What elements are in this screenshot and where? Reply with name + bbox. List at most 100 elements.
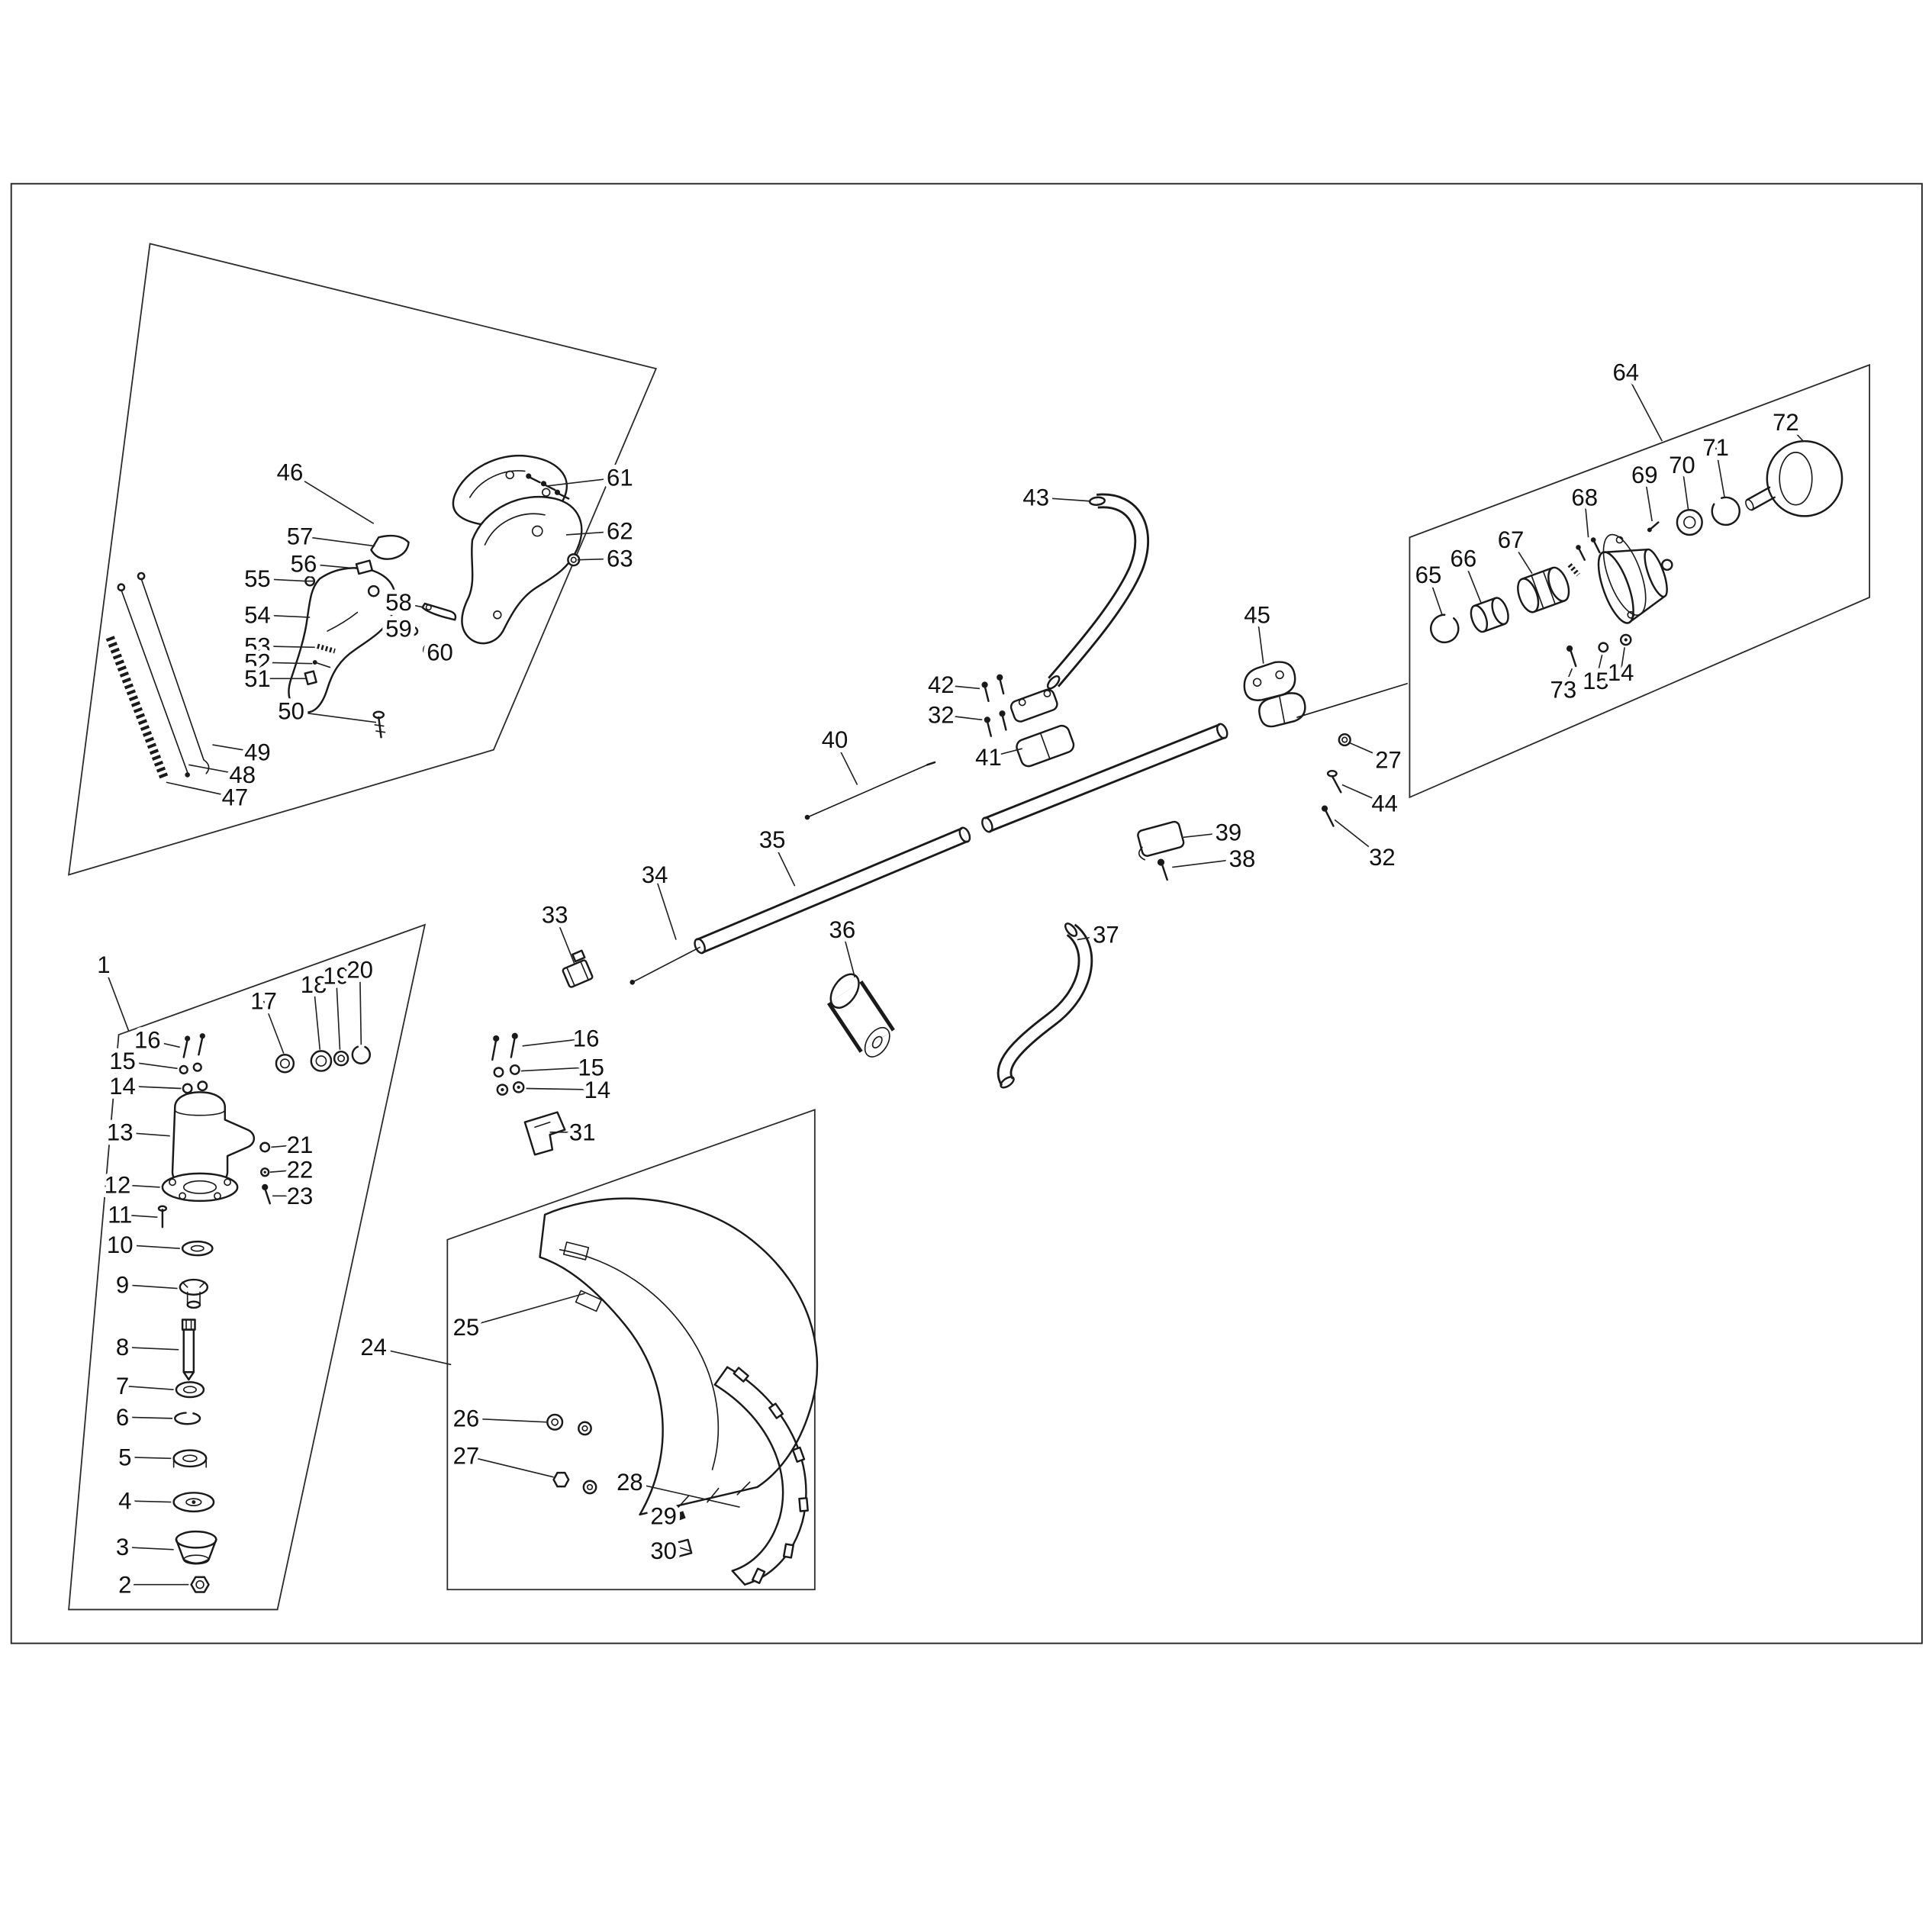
svg-text:55: 55 (244, 565, 271, 592)
callout-26: 26 (449, 1401, 548, 1436)
guard-bracket-31 (523, 1111, 566, 1156)
callout-32: 32 (923, 697, 983, 733)
svg-text:53: 53 (244, 633, 271, 659)
callout-35: 35 (755, 822, 796, 887)
callout-54: 54 (240, 597, 311, 633)
svg-text:4: 4 (118, 1488, 131, 1515)
svg-text:9: 9 (116, 1271, 129, 1298)
callout-70: 70 (1664, 447, 1699, 510)
svg-text:10: 10 (107, 1232, 134, 1258)
callout-51: 51 (240, 661, 307, 697)
svg-text:27: 27 (1375, 746, 1402, 773)
drive-tube-rear-35 (981, 723, 1228, 833)
callout-53: 53 (240, 629, 315, 664)
svg-text:19: 19 (323, 963, 349, 990)
svg-text:34: 34 (642, 861, 668, 888)
callout-16: 16 (522, 1021, 604, 1056)
svg-text:49: 49 (244, 739, 271, 766)
svg-text:41: 41 (975, 744, 1002, 771)
callout-2: 2 (114, 1567, 189, 1602)
svg-text:69: 69 (1631, 462, 1658, 488)
washer-15-right (1598, 642, 1609, 653)
svg-text:35: 35 (759, 826, 786, 853)
callout-66: 66 (1446, 541, 1482, 603)
callout-13: 13 (102, 1115, 170, 1150)
svg-text:37: 37 (1093, 922, 1119, 948)
cable-rod (137, 572, 210, 774)
svg-text:26: 26 (453, 1406, 480, 1432)
callout-44: 44 (1341, 784, 1402, 821)
callout-19: 19 (319, 958, 354, 1050)
ring-6 (174, 1412, 201, 1425)
svg-text:14: 14 (584, 1077, 611, 1103)
callout-10: 10 (102, 1227, 180, 1263)
callout-49: 49 (212, 735, 275, 770)
svg-text:68: 68 (1571, 484, 1598, 510)
callout-30: 30 (646, 1533, 681, 1568)
svg-text:2: 2 (118, 1571, 131, 1598)
svg-text:70: 70 (1669, 452, 1695, 478)
screw-11 (157, 1205, 168, 1228)
callout-7: 7 (111, 1368, 174, 1404)
callout-34: 34 (637, 857, 677, 940)
svg-text:59: 59 (385, 615, 412, 642)
svg-text:14: 14 (109, 1073, 136, 1100)
callout-58: 58 (381, 584, 424, 620)
callout-52: 52 (240, 645, 313, 680)
svg-text:29: 29 (650, 1502, 677, 1529)
callout-11: 11 (103, 1197, 158, 1232)
washer-22 (260, 1167, 270, 1177)
svg-text:71: 71 (1702, 434, 1729, 461)
svg-text:46: 46 (277, 459, 304, 486)
drive-tube-front (694, 826, 971, 955)
callout-39: 39 (1183, 815, 1246, 850)
callout-layer: 4657565554535251504948475859606162631161… (93, 355, 1804, 1602)
cutter-plate-30 (667, 1538, 693, 1560)
callout-72: 72 (1768, 404, 1804, 442)
callout-73: 73 (1546, 668, 1581, 707)
throttle-rod (117, 583, 190, 778)
svg-text:44: 44 (1371, 791, 1398, 817)
guard-shield-25 (539, 1197, 819, 1516)
sleeve-66 (1470, 597, 1509, 633)
svg-text:61: 61 (607, 464, 633, 491)
svg-text:33: 33 (542, 901, 568, 928)
callout-27: 27 (1348, 742, 1406, 778)
washer-19 (333, 1050, 349, 1067)
callout-37: 37 (1077, 917, 1123, 952)
callout-42: 42 (923, 667, 980, 703)
callout-12: 12 (100, 1167, 160, 1203)
washer-21 (259, 1141, 271, 1153)
svg-text:40: 40 (822, 726, 848, 753)
callout-50: 50 (274, 694, 377, 729)
screws-16 (182, 1033, 205, 1058)
svg-text:30: 30 (650, 1538, 677, 1564)
washer-70 (1676, 508, 1703, 536)
flange-plate-12 (161, 1172, 239, 1203)
svg-text:28: 28 (617, 1469, 643, 1496)
callout-15: 15 (1578, 655, 1613, 699)
svg-text:38: 38 (1229, 845, 1256, 872)
svg-text:36: 36 (829, 916, 856, 943)
svg-text:23: 23 (287, 1183, 314, 1209)
bearing-7 (175, 1381, 205, 1399)
callout-55: 55 (240, 561, 305, 597)
svg-text:15: 15 (109, 1048, 136, 1074)
svg-text:21: 21 (287, 1132, 314, 1158)
region-throttle-handle-assembly (68, 243, 658, 876)
callout-14: 14 (1603, 647, 1638, 691)
callout-68: 68 (1567, 480, 1602, 538)
callout-56: 56 (286, 546, 358, 581)
callout-9: 9 (111, 1267, 178, 1302)
svg-text:42: 42 (928, 671, 955, 698)
washers-15 (179, 1062, 202, 1075)
callout-22: 22 (269, 1152, 317, 1187)
svg-text:43: 43 (1022, 484, 1049, 510)
callout-15: 15 (105, 1043, 178, 1079)
svg-text:1: 1 (97, 952, 110, 978)
callout-59: 59 (381, 611, 416, 646)
callout-62: 62 (565, 514, 637, 549)
svg-text:48: 48 (229, 762, 256, 788)
